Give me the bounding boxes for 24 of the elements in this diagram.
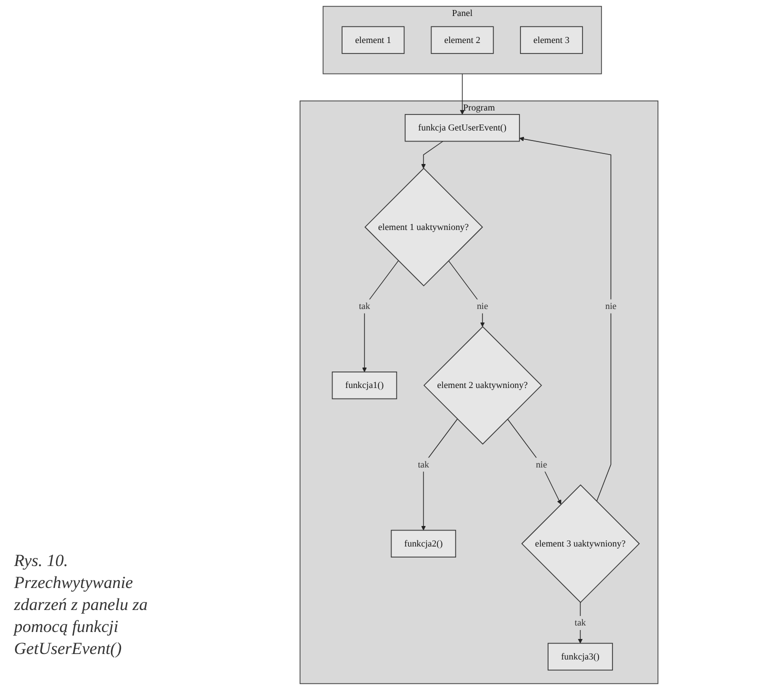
- node-diamond: element 3 uaktywniony?: [521, 484, 640, 603]
- node-box: funkcja3(): [548, 642, 613, 671]
- edge-label: tak: [418, 459, 430, 470]
- arrow: [362, 260, 399, 372]
- arrow: [507, 418, 562, 505]
- node-box: element 1: [342, 26, 405, 54]
- arrow: [448, 260, 485, 327]
- edge-label: nie: [536, 459, 548, 470]
- node-diamond: element 2 uaktywniony?: [423, 326, 542, 445]
- caption: Rys. 10. Przechwytywanie zdarzeń z panelu za pomocą funkcji GetUserEvent(): [12, 550, 149, 660]
- arrow: [421, 140, 444, 169]
- arrow: [519, 136, 612, 502]
- node-box: funkcja1(): [332, 372, 398, 400]
- node-box: element 3: [520, 26, 583, 54]
- node-box: funkcja GetUserEvent(): [404, 114, 520, 142]
- node-box: funkcja2(): [390, 530, 456, 558]
- edge-label: nie: [476, 300, 488, 312]
- edge-label: tak: [358, 300, 370, 312]
- edge-label: nie: [605, 300, 617, 312]
- node-diamond: element 1 uaktywniony?: [364, 168, 483, 286]
- arrow: [421, 418, 458, 530]
- edge-label: tak: [574, 618, 586, 628]
- node-box: element 2: [430, 26, 494, 54]
- arrow: [460, 73, 465, 115]
